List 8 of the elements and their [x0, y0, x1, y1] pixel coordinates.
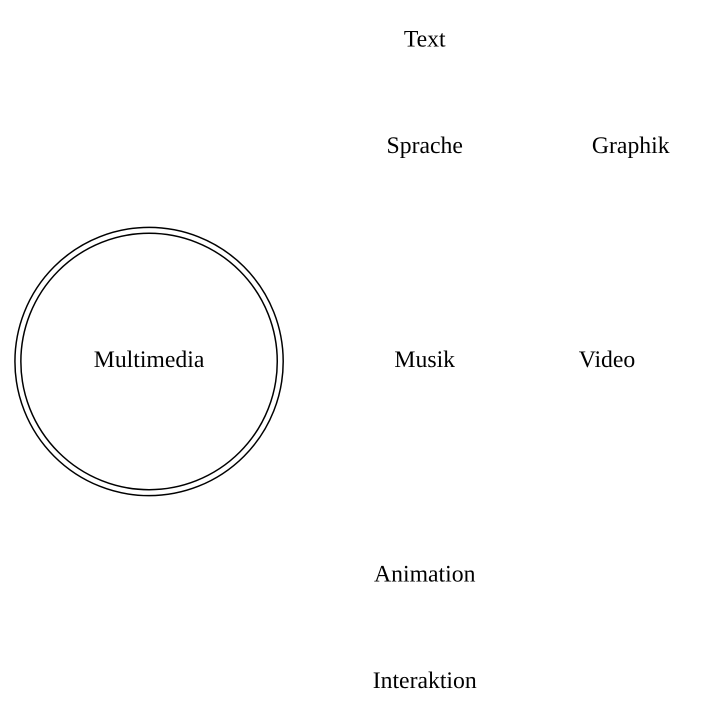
node-circle: Multimedia	[14, 226, 284, 496]
label: Animation	[374, 561, 476, 588]
label: Interaktion	[372, 668, 477, 694]
label: Musik	[394, 347, 456, 374]
label: Text	[404, 26, 446, 52]
label: Graphik	[592, 132, 670, 159]
label: Video	[578, 347, 636, 374]
label: Sprache	[386, 132, 463, 159]
